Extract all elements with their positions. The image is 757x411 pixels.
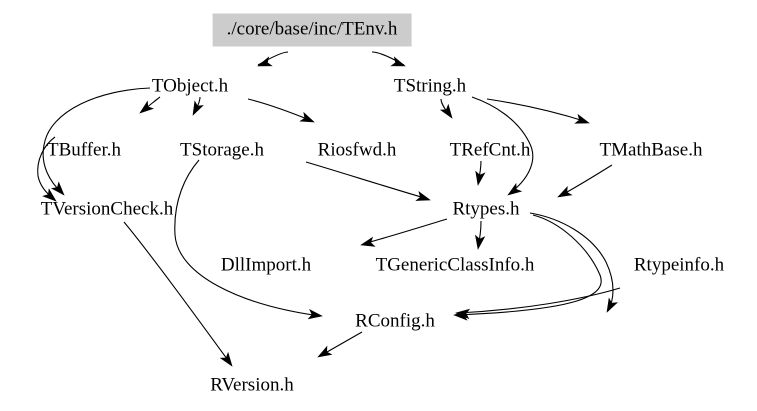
node-trefcnt[interactable]: TRefCnt.h: [450, 141, 531, 160]
edge-line: [174, 159, 321, 317]
arrow-head-icon: [257, 56, 273, 67]
edge-line: [247, 98, 313, 122]
arrow-head-icon: [455, 308, 471, 320]
node-label: TRefCnt.h: [449, 139, 531, 161]
node-rversion[interactable]: RVersion.h: [210, 376, 293, 395]
edge-line: [362, 218, 448, 245]
arrow-head-icon: [574, 113, 590, 124]
node-label: Rtypes.h: [452, 198, 520, 220]
node-tstorage[interactable]: TStorage.h: [180, 141, 264, 160]
arrow-head-icon: [507, 182, 523, 196]
edge-line: [559, 164, 613, 197]
node-label: TString.h: [393, 75, 467, 97]
arrow-head-icon: [475, 170, 486, 186]
edge-line: [123, 221, 231, 364]
arrow-head-icon: [360, 236, 376, 247]
node-label: TBuffer.h: [46, 139, 122, 161]
node-rconfig[interactable]: RConfig.h: [355, 312, 435, 331]
edge-line: [457, 287, 621, 314]
node-label: RConfig.h: [355, 310, 435, 332]
node-label: DllImport.h: [220, 254, 312, 276]
arrow-head-icon: [390, 56, 406, 67]
node-label: TStorage.h: [180, 139, 264, 161]
arrow-head-icon: [439, 103, 453, 119]
edge-line: [455, 214, 602, 316]
node-label: TVersionCheck.h: [40, 198, 174, 220]
edge-line: [305, 161, 429, 200]
node-label: TGenericClassInfo.h: [375, 254, 535, 276]
arrow-head-icon: [307, 308, 323, 320]
edge-line: [37, 136, 56, 200]
node-label: TMathBase.h: [599, 139, 703, 161]
arrow-head-icon: [139, 100, 155, 114]
node-label: RVersion.h: [210, 374, 294, 396]
node-label: Rtypeinfo.h: [633, 254, 725, 276]
arrow-head-icon: [192, 100, 204, 116]
node-tenv[interactable]: ./core/base/inc/TEnv.h: [212, 13, 412, 47]
node-tobject[interactable]: TObject.h: [152, 77, 228, 96]
arrow-head-icon: [415, 191, 431, 201]
arrow-head-icon: [606, 297, 619, 313]
edge-line: [471, 96, 534, 194]
node-tversioncheck[interactable]: TVersionCheck.h: [41, 200, 173, 219]
node-tgenericclassinfo[interactable]: TGenericClassInfo.h: [376, 256, 535, 275]
node-riosfwd[interactable]: Riosfwd.h: [318, 141, 397, 160]
arrow-head-icon: [557, 185, 573, 198]
arrow-head-icon: [475, 234, 486, 250]
arrow-head-icon: [299, 111, 315, 123]
arrow-head-icon: [42, 188, 57, 202]
node-label: TObject.h: [151, 75, 229, 97]
edge-line: [42, 87, 151, 194]
node-rtypes[interactable]: Rtypes.h: [452, 200, 519, 219]
node-dllimport[interactable]: DllImport.h: [221, 256, 311, 275]
node-tbuffer[interactable]: TBuffer.h: [47, 141, 121, 160]
node-tstring[interactable]: TString.h: [394, 77, 466, 96]
arrow-head-icon: [317, 345, 333, 358]
node-label: Riosfwd.h: [317, 139, 397, 161]
arrow-head-icon: [219, 351, 233, 367]
node-tmathbase[interactable]: TMathBase.h: [600, 141, 703, 160]
node-label: ./core/base/inc/TEnv.h: [226, 18, 398, 40]
edge-line: [529, 212, 614, 312]
edge-line: [486, 98, 588, 123]
arrow-head-icon: [50, 181, 65, 196]
node-rtypeinfo[interactable]: Rtypeinfo.h: [634, 256, 724, 275]
